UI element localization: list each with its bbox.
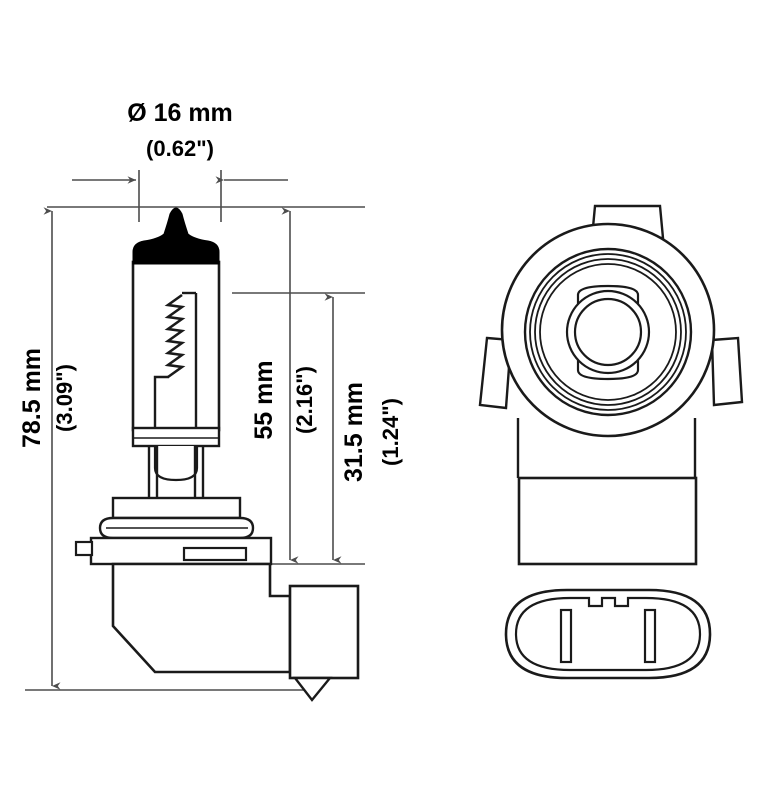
base-collar-upper: [111, 496, 242, 520]
connector-terminal-left: [559, 608, 573, 664]
connector-plug-tail: [292, 676, 333, 702]
connector-end-view: [504, 588, 712, 680]
seal-dome: [153, 446, 199, 482]
filament: [153, 291, 198, 430]
bulb-tip-seal: [132, 207, 220, 265]
pinch-seal-band: [131, 426, 221, 448]
flange-slot: [182, 546, 248, 562]
overall-length-metric-label: 78.5 mm: [18, 348, 46, 448]
diameter-imperial-label: (0.62"): [146, 136, 214, 161]
front-ring-5: [539, 263, 677, 401]
mid-length-imperial-label: (2.16"): [292, 366, 317, 434]
front-center-ring-inner: [573, 297, 643, 367]
short-length-metric-label: 31.5 mm: [340, 382, 368, 482]
front-base-block: [517, 476, 698, 566]
front-right-tab: [710, 336, 744, 407]
connector-inner-outline: [514, 596, 702, 672]
overall-length-imperial-label: (3.09"): [52, 364, 77, 432]
bulb-front-view: [478, 204, 744, 566]
short-length-imperial-label: (1.24"): [378, 398, 403, 466]
front-ring-3: [529, 253, 687, 411]
dimension-lines: [25, 170, 365, 691]
bulb-side-view: [74, 207, 360, 702]
front-ring-4: [534, 258, 682, 406]
connector-terminal-right: [643, 608, 657, 664]
diameter-metric-label: Ø 16 mm: [127, 99, 233, 127]
mid-length-metric-label: 55 mm: [250, 360, 278, 439]
flange-left-nub: [74, 540, 94, 557]
connector-housing: [111, 562, 292, 674]
connector-plug: [288, 584, 360, 680]
